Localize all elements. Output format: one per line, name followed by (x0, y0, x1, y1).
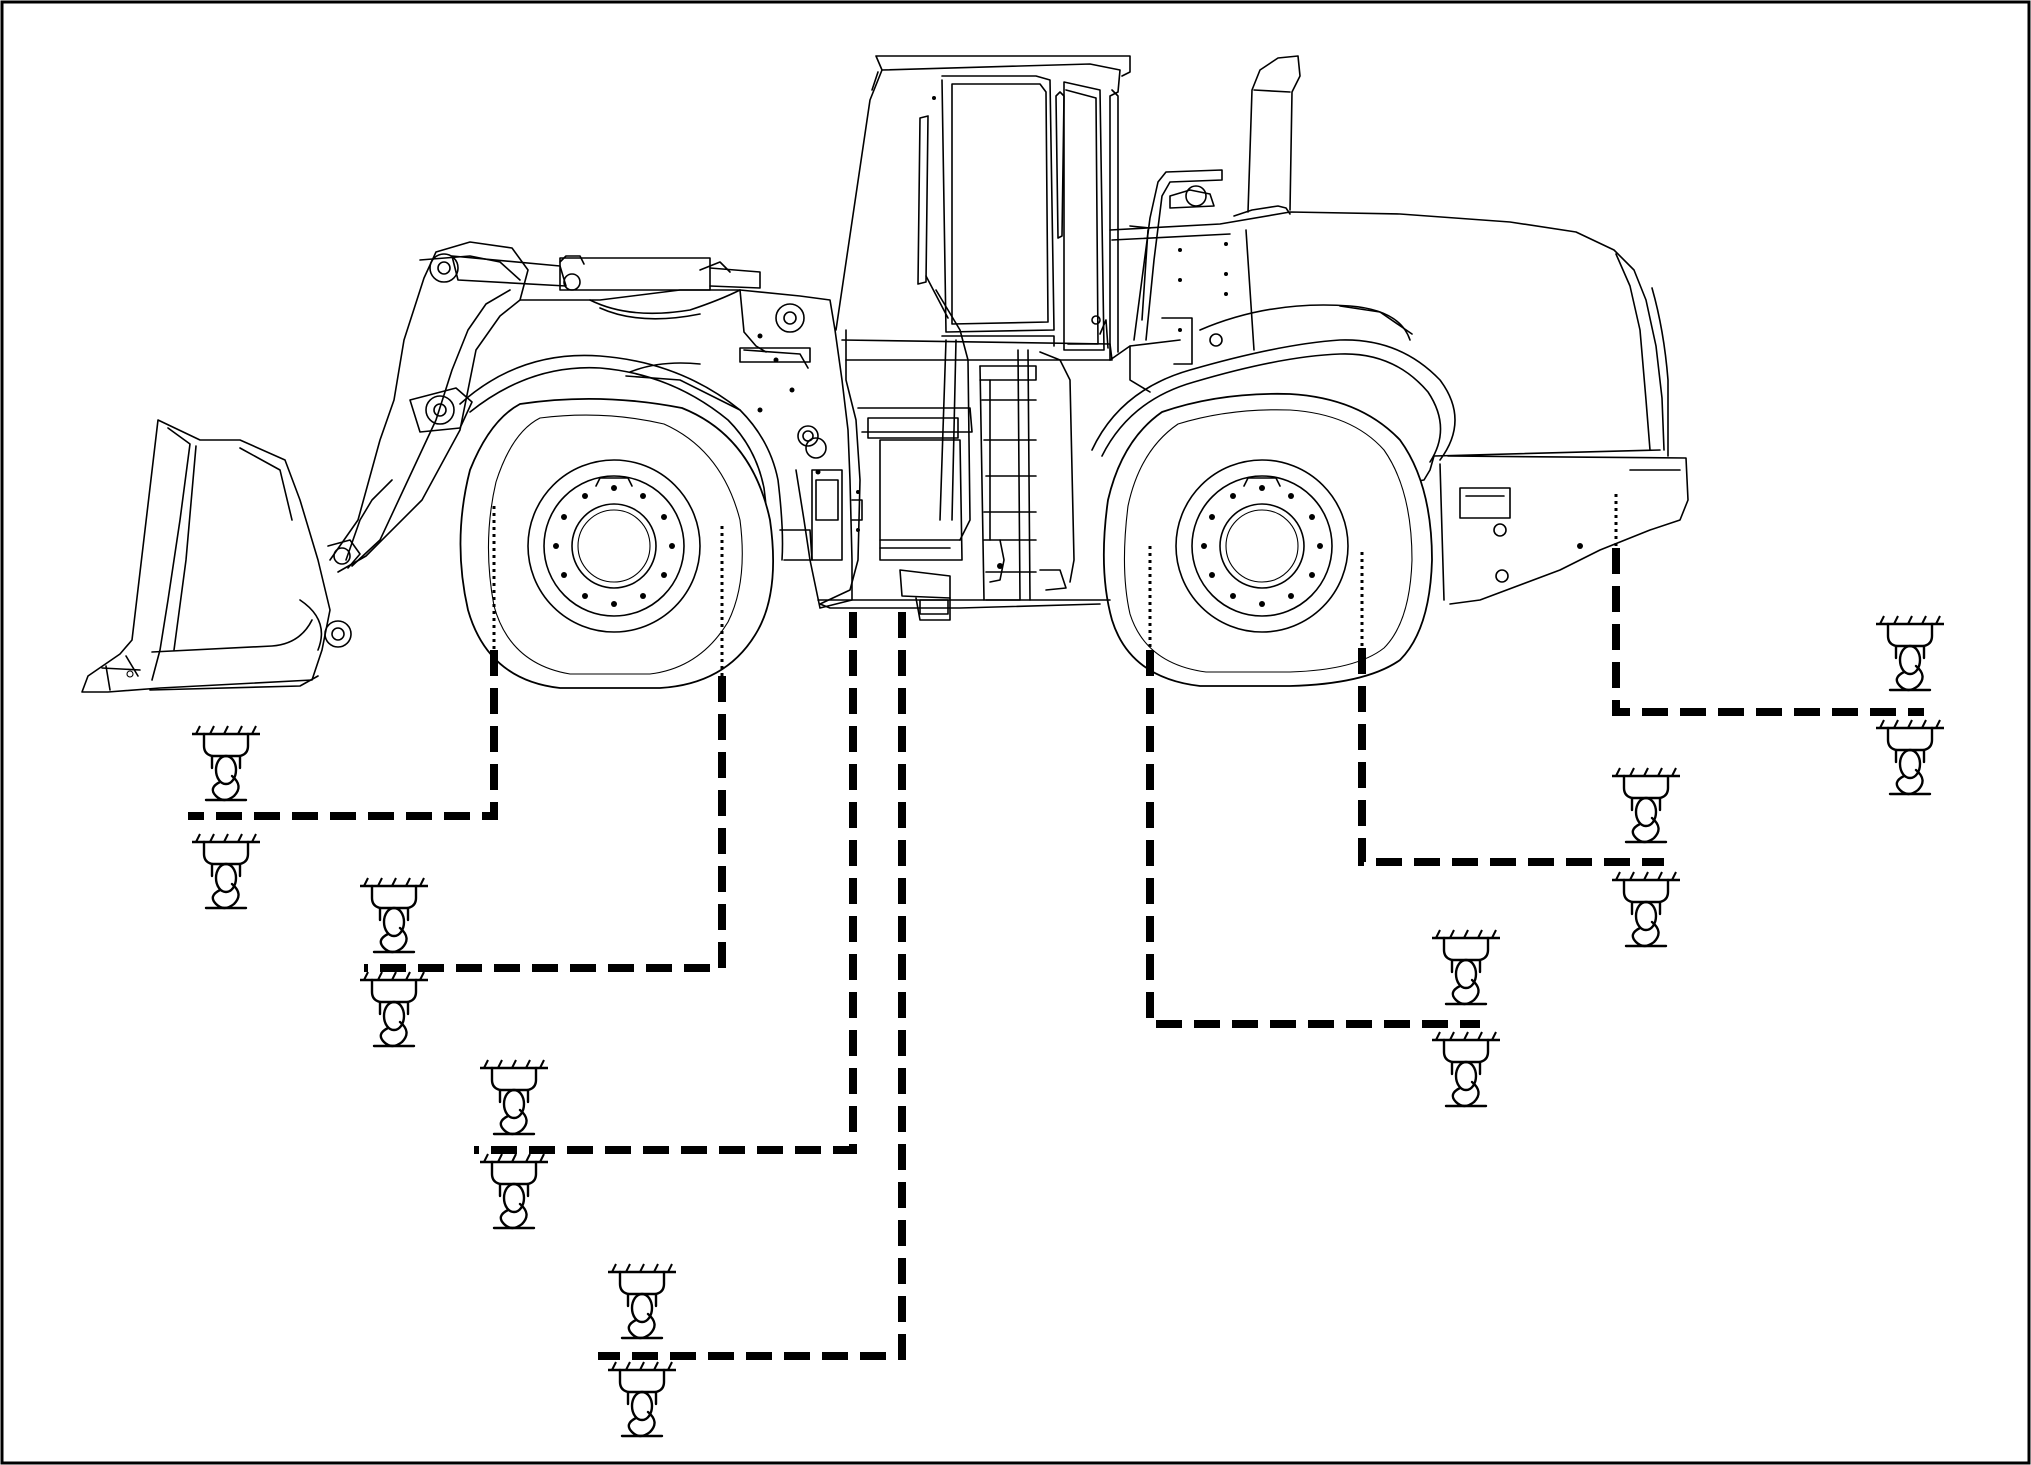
rear-fender (1091, 304, 1456, 463)
rear-wheel-bolts (1201, 485, 1323, 607)
bucket (81, 419, 352, 693)
front-frame (519, 289, 853, 609)
center-frame (811, 329, 1101, 621)
rear-body (1109, 205, 1669, 485)
tie-line-rear-axle-left (1146, 650, 1480, 1028)
handrail (1129, 169, 1228, 365)
front-wheel-bolts (553, 485, 675, 607)
tie-line-front-axle-right (364, 676, 726, 972)
tilt-cylinder (451, 255, 761, 320)
counterweight (1439, 455, 1689, 605)
tie-line-front-axle-left (188, 650, 498, 820)
tie-line-rear-frame (1612, 548, 1924, 716)
front-wheel (459, 397, 774, 689)
cab (835, 55, 1131, 361)
exhaust-stack (1247, 55, 1301, 213)
tie-line-center-right (598, 612, 906, 1360)
tie-point-reference-lines (492, 494, 1618, 676)
tie-line-center-left (474, 612, 857, 1154)
tie-down-lines (188, 548, 1924, 1360)
access-ladder (925, 275, 1075, 601)
tie-line-rear-axle-right (1358, 648, 1664, 866)
wheel-loader-drawing (81, 55, 1689, 693)
rear-wheel (1102, 392, 1433, 687)
